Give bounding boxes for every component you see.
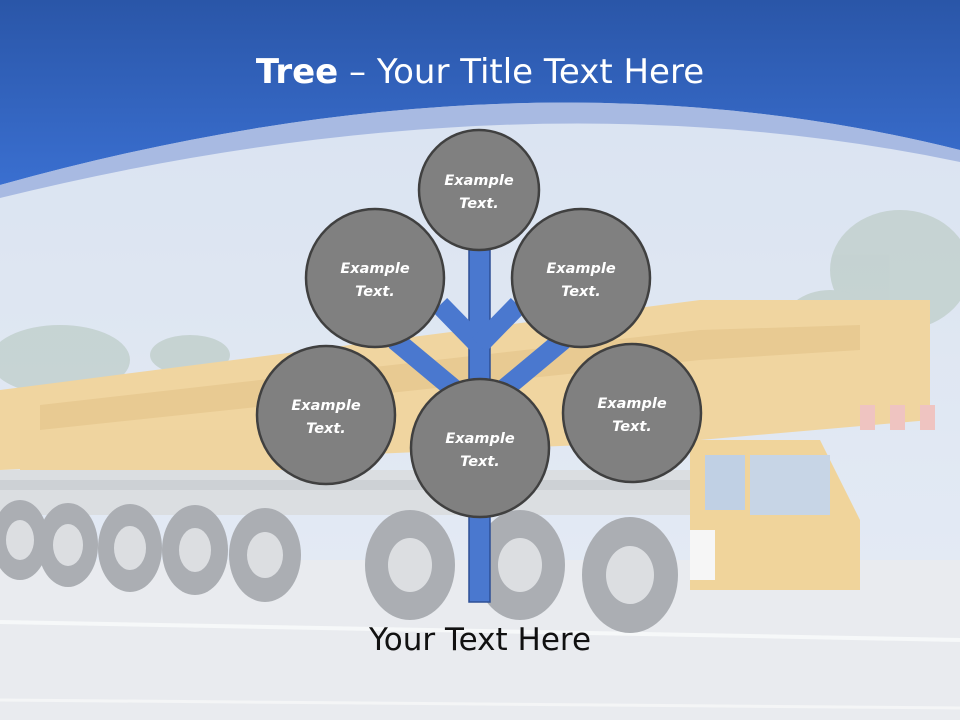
node-lower-right-line1: Example — [597, 396, 667, 412]
node-center-line2: Text. — [460, 454, 500, 470]
node-top-line1: Example — [444, 173, 514, 189]
header-band — [0, 0, 960, 185]
node-lower-right: Example Text. — [561, 342, 703, 484]
node-top-line2: Text. — [459, 196, 499, 212]
wheels — [0, 500, 678, 633]
node-upper-left: Example Text. — [304, 207, 446, 349]
node-upper-right: Example Text. — [510, 207, 652, 349]
footer-text: Your Text Here — [368, 622, 592, 658]
node-center-line1: Example — [445, 431, 515, 447]
title-bold: Tree — [255, 52, 339, 92]
node-upper-right-line2: Text. — [561, 284, 601, 300]
header-curve — [0, 102, 960, 198]
branch-upper-right — [471, 298, 526, 352]
node-center: Example Text. — [409, 377, 551, 519]
node-top: Example Text. — [417, 128, 541, 252]
node-upper-left-line2: Text. — [355, 284, 395, 300]
node-lower-right-line2: Text. — [612, 419, 652, 435]
title-rest: Your Title Text Here — [376, 52, 705, 92]
title-dash: – — [338, 52, 377, 92]
node-upper-left-line1: Example — [340, 261, 410, 277]
node-lower-left-line2: Text. — [306, 421, 346, 437]
node-lower-left-line1: Example — [291, 398, 361, 414]
node-lower-left: Example Text. — [255, 344, 397, 486]
slide-title: Tree – Your Title Text Here — [0, 52, 960, 92]
node-upper-right-line1: Example — [546, 261, 616, 277]
